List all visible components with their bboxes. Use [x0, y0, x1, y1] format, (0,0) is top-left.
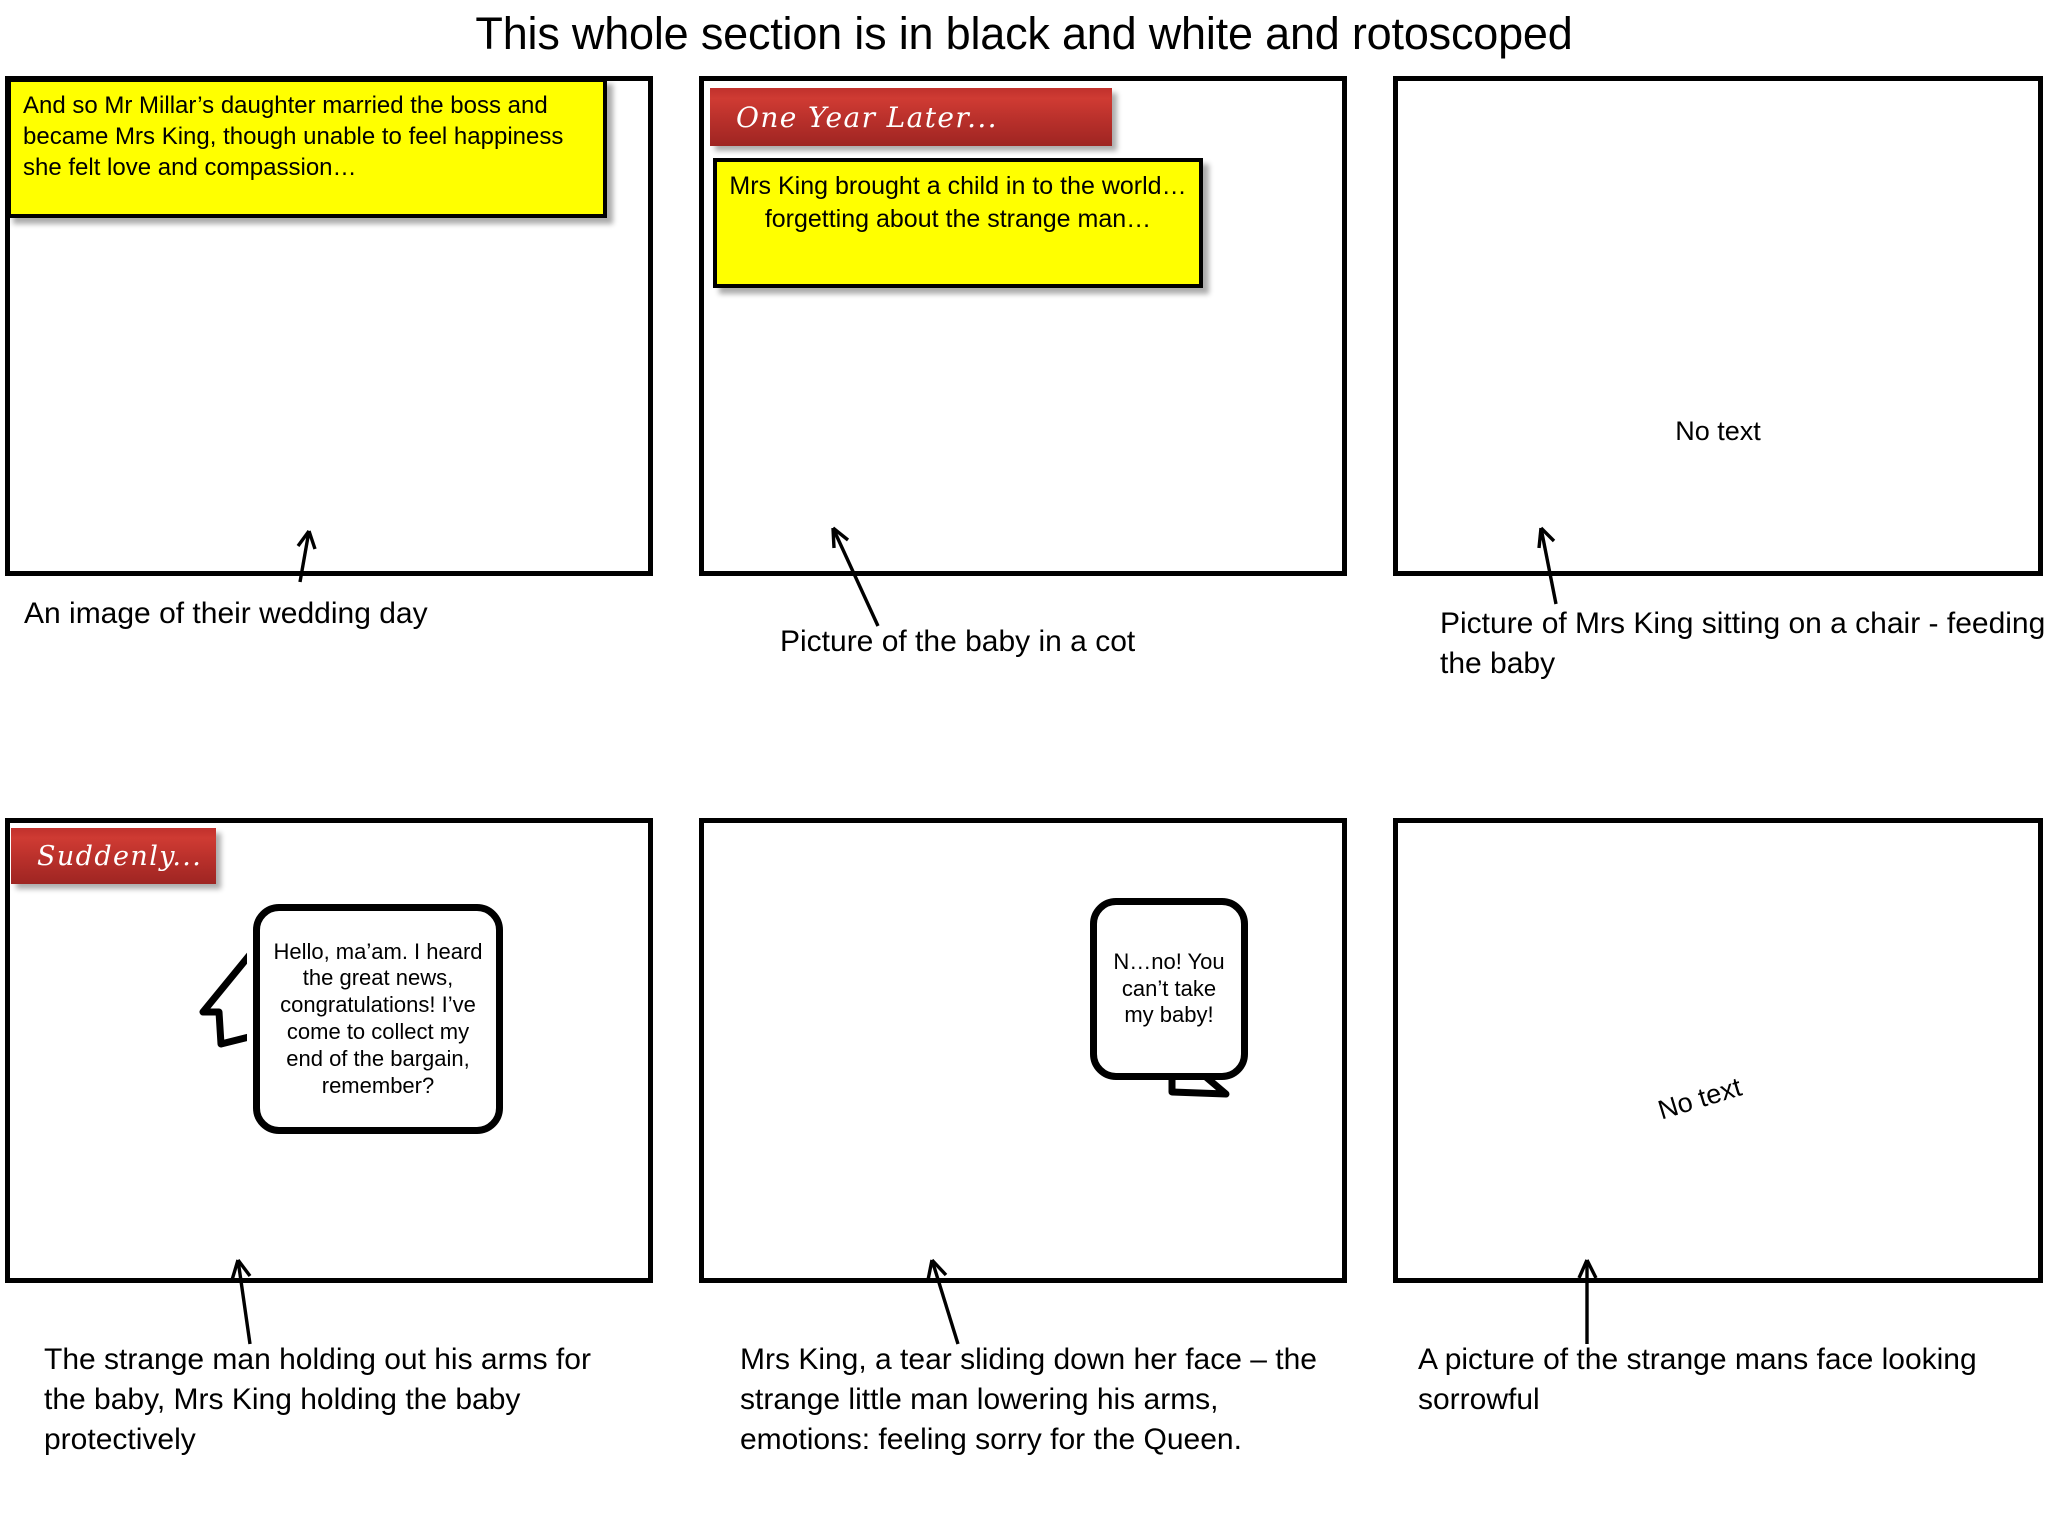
pointer-arrow-6: [1577, 1259, 1598, 1344]
storyboard-cell-1: And so Mr Millar’s daughter married the …: [5, 76, 653, 576]
panel-caption-2: Picture of the baby in a cot: [780, 625, 1136, 658]
storyboard-cell-6: No text: [1393, 818, 2043, 1283]
storyboard-cell-5: N…no! You can’t take my baby!: [699, 818, 1347, 1283]
speech-bubble-4: Hello, ma’am. I heard the great news, co…: [253, 904, 503, 1134]
panel-caption-1: An image of their wedding day: [24, 597, 428, 630]
panel-caption-4: The strange man holding out his arms for…: [44, 1343, 591, 1456]
pointer-arrow-2: [831, 526, 880, 627]
pointer-arrow-4: [230, 1258, 252, 1345]
storyboard-cell-2: One Year Later... Mrs King brought a chi…: [699, 76, 1347, 576]
no-text-marker-3: No text: [1675, 416, 1761, 446]
panel-frame-6[interactable]: [1393, 818, 2043, 1283]
pointer-arrow-5: [926, 1258, 960, 1345]
panel-frame-2[interactable]: [699, 76, 1347, 576]
page-title: This whole section is in black and white…: [475, 8, 1573, 59]
narration-box-1: And so Mr Millar’s daughter married the …: [7, 78, 607, 218]
panel-frame-3[interactable]: [1393, 76, 2043, 576]
pointer-arrow-1: [296, 529, 317, 583]
speech-bubble-wrap-4: Hello, ma’am. I heard the great news, co…: [199, 904, 503, 1134]
chapter-banner-4: Suddenly...: [11, 828, 216, 884]
speech-bubble-5: N…no! You can’t take my baby!: [1090, 898, 1248, 1080]
narration-box-2: Mrs King brought a child in to the world…: [713, 158, 1203, 288]
panel-caption-5: Mrs King, a tear sliding down her face –…: [740, 1343, 1317, 1456]
speech-bubble-wrap-5: N…no! You can’t take my baby!: [1090, 898, 1248, 1098]
panel-caption-6: A picture of the strange mans face looki…: [1418, 1343, 1977, 1416]
storyboard-cell-4: Suddenly... Hello, ma’am. I heard the gr…: [5, 818, 653, 1283]
storyboard-cell-3: No text: [1393, 76, 2043, 576]
chapter-banner-2: One Year Later...: [710, 88, 1112, 146]
pointer-arrow-3: [1537, 526, 1558, 605]
panel-caption-3: Picture of Mrs King sitting on a chair -…: [1440, 607, 2046, 680]
